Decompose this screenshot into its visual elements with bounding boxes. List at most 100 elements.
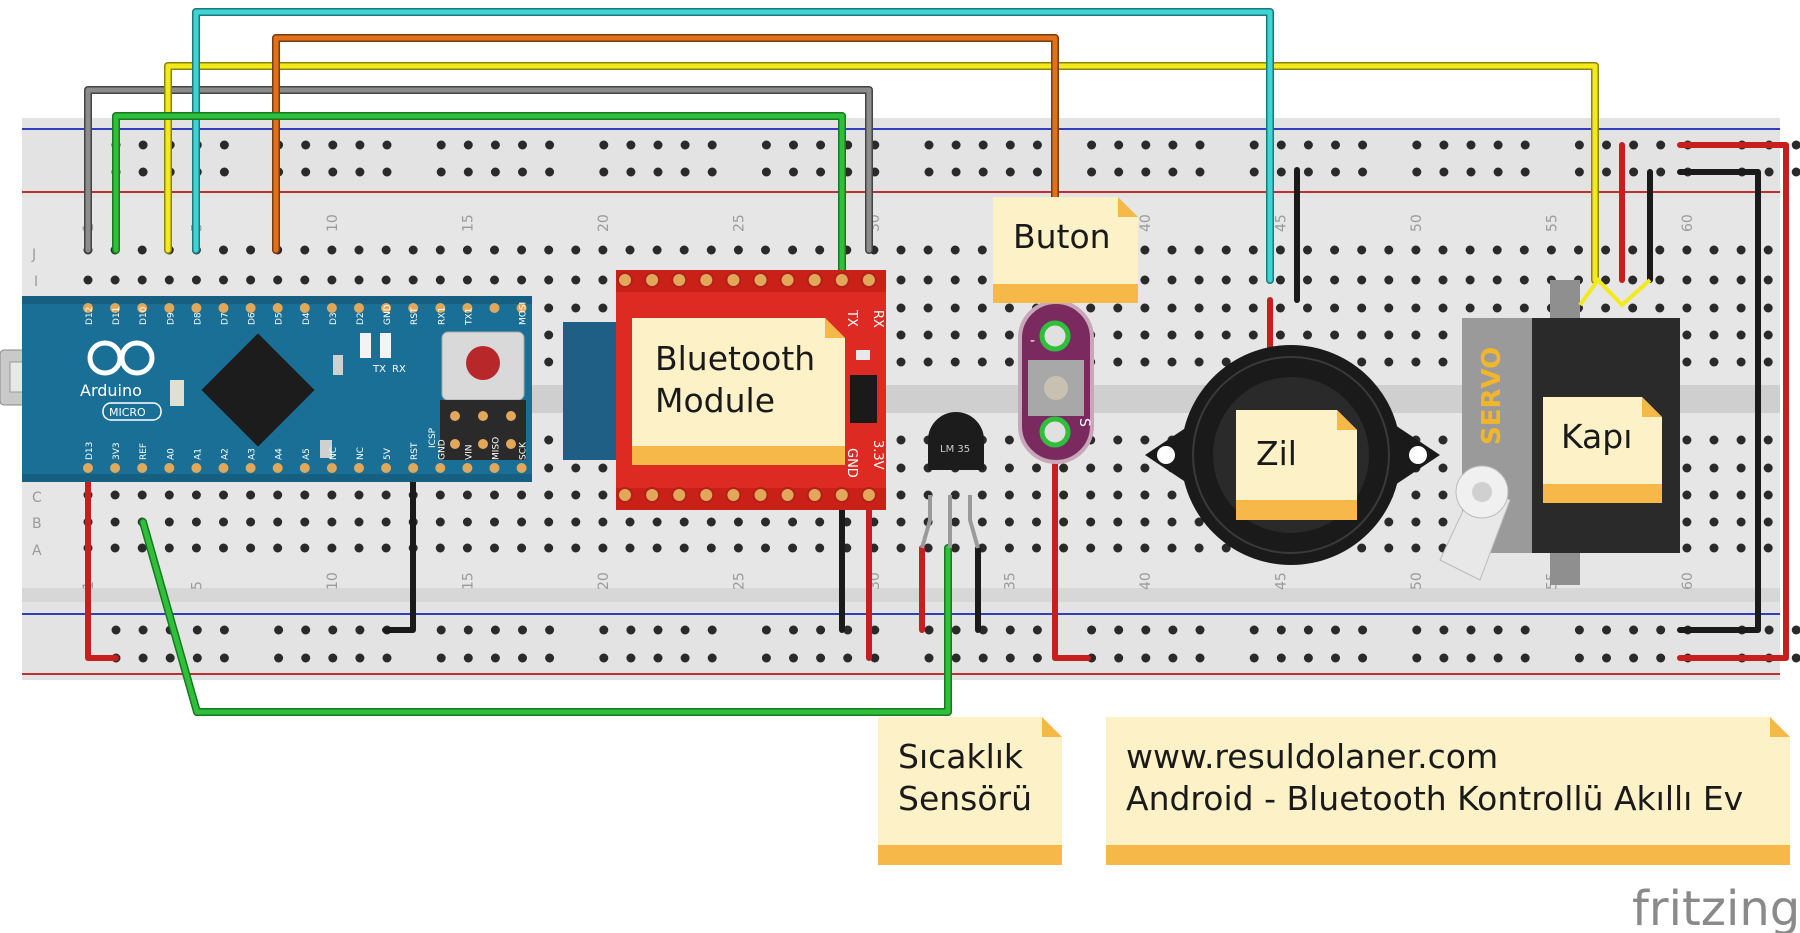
breadboard-hole (1682, 330, 1692, 340)
column-number: 20 (596, 572, 612, 590)
breadboard-hole (544, 275, 554, 285)
breadboard-hole (191, 517, 201, 527)
breadboard-hole (1384, 330, 1394, 340)
rail-hole (382, 140, 392, 150)
breadboard-hole (1140, 330, 1150, 340)
rail-hole (355, 167, 365, 177)
wire-red-button (1052, 437, 1091, 661)
rail-hole (599, 140, 609, 150)
breadboard-hole (598, 490, 608, 500)
rail-hole (653, 140, 663, 150)
rail-hole (707, 167, 717, 177)
rail-hole (165, 653, 175, 663)
breadboard-hole (1709, 357, 1719, 367)
breadboard-hole (788, 517, 798, 527)
breadboard-hole (191, 543, 201, 553)
arduino-pin (272, 303, 283, 313)
rail-hole (1276, 167, 1286, 177)
breadboard-hole (1519, 303, 1529, 313)
breadboard-hole (1221, 245, 1231, 255)
breadboard-hole (1140, 490, 1150, 500)
rail-hole (382, 653, 392, 663)
rail-hole (789, 167, 798, 177)
breadboard-hole (1411, 303, 1421, 313)
wire-red-arduino (85, 462, 119, 661)
bt-pin (860, 272, 877, 288)
rail-hole (870, 653, 880, 663)
rail-hole (1574, 625, 1584, 635)
arduino-pin-label: A2 (221, 448, 231, 460)
breadboard-hole (761, 517, 770, 527)
push-button[interactable]: - S (1018, 300, 1094, 464)
breadboard-hole (1709, 435, 1719, 445)
breadboard-hole (1357, 245, 1367, 255)
breadboard-hole (273, 517, 283, 527)
breadboard-hole (219, 275, 228, 285)
rail-hole (816, 625, 826, 635)
breadboard-hole (1682, 357, 1692, 367)
rail-hole (1791, 653, 1800, 663)
arduino-variant: MICRO (109, 406, 146, 419)
rail-hole (707, 653, 717, 663)
breadboard-hole (1384, 543, 1394, 553)
bt-pin-33v: 3.3V (870, 440, 885, 470)
bt-pin (806, 487, 823, 503)
breadboard-hole (517, 543, 527, 553)
breadboard-hole (327, 543, 337, 553)
note-bluetooth: Bluetooth Module (632, 318, 845, 465)
rail-hole (545, 625, 555, 635)
breadboard-hole (1763, 245, 1773, 255)
arduino-pin (354, 463, 364, 473)
rail-hole (111, 625, 121, 635)
arduino-pin (164, 303, 175, 313)
breadboard-hole (950, 543, 960, 553)
rail-hole (436, 653, 446, 663)
rail-hole (490, 167, 500, 177)
rail-hole (1114, 625, 1124, 635)
breadboard-hole (923, 303, 933, 313)
rail-hole (436, 167, 446, 177)
breadboard-hole (1221, 303, 1231, 313)
breadboard-hole (381, 490, 391, 500)
rail-hole (680, 653, 690, 663)
arduino-pin-label: MOSI (519, 302, 529, 325)
rail-hole (1520, 167, 1530, 177)
arduino-pin (354, 303, 364, 313)
bt-pin (860, 487, 877, 503)
wire-red-rail (1677, 142, 1789, 661)
arduino-pin-label: VIN (464, 444, 474, 460)
rail-hole (1303, 140, 1313, 150)
breadboard-hole (1004, 490, 1014, 500)
breadboard-hole (896, 275, 906, 285)
breadboard-hole (1519, 275, 1529, 285)
breadboard-hole (490, 517, 499, 527)
breadboard-hole (706, 543, 716, 553)
bt-pin (725, 487, 742, 503)
column-number: 55 (1544, 214, 1560, 232)
breadboard-hole (164, 543, 174, 553)
breadboard-hole (1411, 543, 1421, 553)
arduino-pin (489, 303, 500, 313)
breadboard-hole (1086, 490, 1096, 500)
breadboard-hole (273, 543, 283, 553)
breadboard-hole (435, 275, 445, 285)
row-letter-b: B (32, 516, 42, 532)
note-sicaklik-line2: Sensörü (898, 779, 1032, 818)
bt-pin (779, 272, 796, 288)
breadboard-hole (300, 245, 310, 255)
breadboard-hole (1086, 303, 1096, 313)
rail-hole (1629, 625, 1639, 635)
breadboard-hole (1736, 303, 1746, 313)
rail-hole (1493, 140, 1503, 150)
breadboard-hole (1438, 463, 1448, 473)
breadboard-hole (733, 517, 743, 527)
arduino-pin (218, 463, 229, 473)
breadboard-hole (137, 543, 147, 553)
bt-pin (833, 272, 850, 288)
rail-hole (1574, 167, 1584, 177)
breadboard-hole (1601, 245, 1611, 255)
breadboard-hole (1465, 275, 1475, 285)
arduino-pin (245, 303, 256, 313)
breadboard-hole (110, 490, 120, 500)
breadboard-hole (923, 357, 933, 367)
